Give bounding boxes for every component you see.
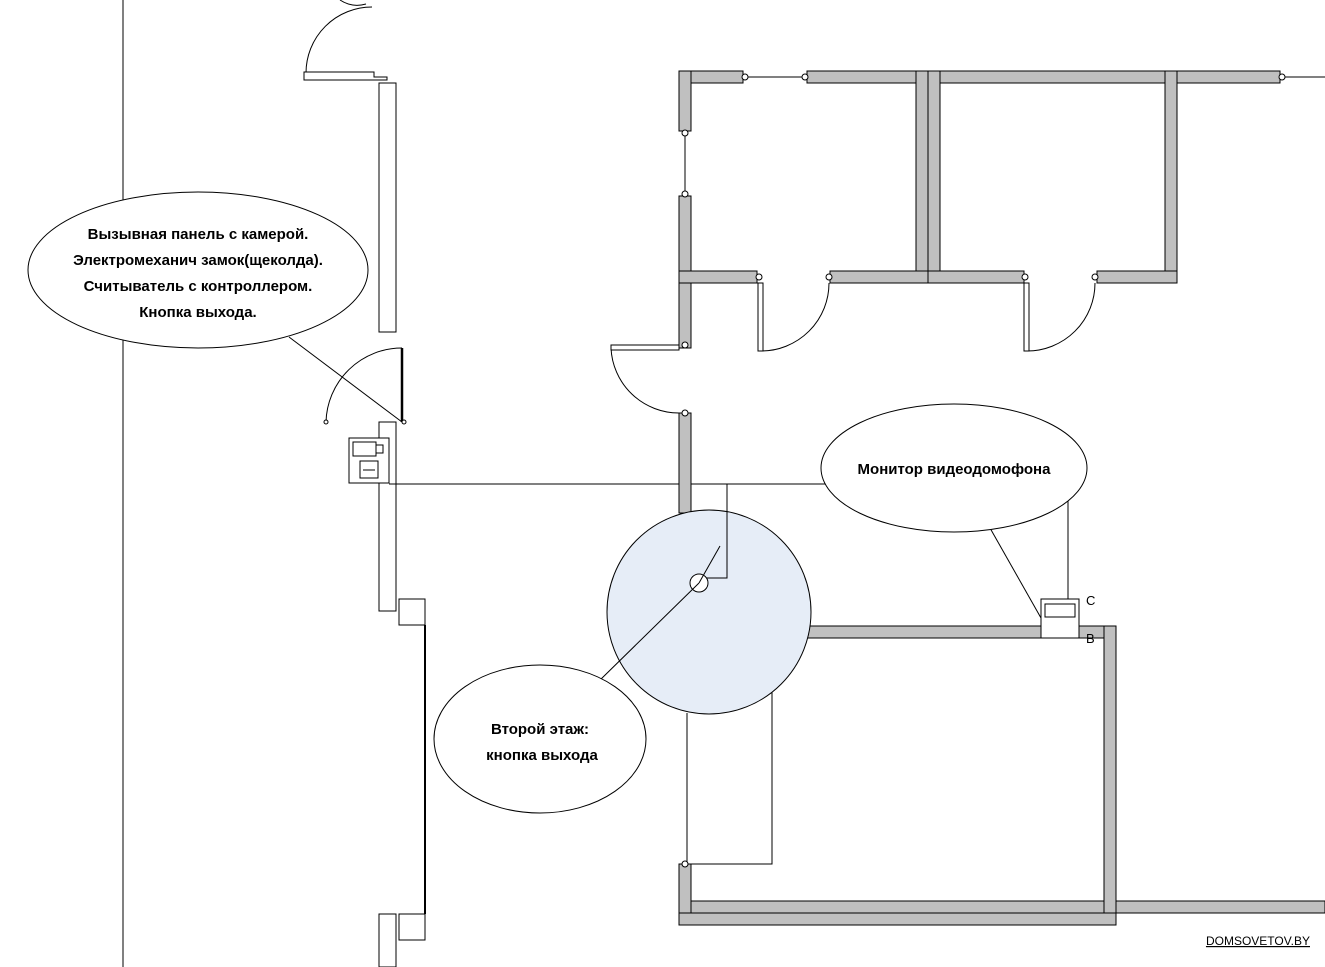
stair-cap (681, 860, 689, 868)
door-end-point (323, 419, 329, 425)
exit-button-line (698, 545, 721, 584)
left-wall-segment-upper (378, 82, 397, 333)
door-cap (1021, 273, 1029, 281)
callout-pointer-second-floor (597, 582, 700, 683)
callout-entry-panel (27, 191, 369, 349)
room-door-2-leaf (1023, 282, 1030, 352)
callout-entry-line-4: Кнопка выхода. (139, 304, 256, 321)
entry-door-swing (325, 347, 403, 423)
window-cap (681, 190, 689, 198)
callout-pointer-monitor (989, 527, 1042, 619)
video-intercom-monitor-icon (1040, 598, 1080, 639)
callout-second-floor-line-1: Второй этаж: (491, 721, 589, 738)
stair-outline (686, 690, 773, 865)
terminal-b-label: B (1086, 631, 1095, 646)
door-arc-top (339, 0, 367, 6)
callout-second-floor (433, 664, 647, 814)
door-cap (755, 273, 763, 281)
door-cap (825, 273, 833, 281)
terminal-c-label: C (1086, 593, 1095, 608)
door-hinge-point (401, 419, 407, 425)
hall-door-swing (610, 347, 680, 414)
callout-pointer-entry (288, 336, 403, 423)
door-cap (681, 341, 689, 349)
callout-entry-line-1: Вызывная панель с камерой. (88, 226, 309, 243)
room-door-1-leaf (757, 282, 764, 352)
callout-entry-line-3: Считыватель с контроллером. (84, 278, 313, 295)
window-cap (681, 129, 689, 137)
second-floor-zone (606, 509, 812, 715)
cable-branch-overlay (706, 484, 728, 579)
watermark: DOMSOVETOV.BY (1206, 934, 1310, 948)
lower-room-walls (678, 625, 1325, 926)
room-door-2-swing (1026, 282, 1096, 352)
window-cap (1278, 73, 1286, 81)
window-cap (801, 73, 809, 81)
call-panel-icon (348, 437, 390, 484)
callout-monitor-line-1: Монитор видеодомофона (858, 461, 1052, 478)
callout-monitor (820, 403, 1088, 533)
callout-entry-line-2: Электромеханич замок(щеколда). (73, 252, 323, 269)
door-swing-top-left (305, 6, 373, 74)
door-cap (681, 409, 689, 417)
door-cap (1091, 273, 1099, 281)
left-wall-segment-lower (378, 913, 397, 967)
callout-second-floor-line-2: кнопка выхода (486, 747, 598, 764)
hall-door-leaf (610, 344, 680, 351)
door-jamb-lower (398, 913, 426, 941)
window-cap (741, 73, 749, 81)
room-door-1-swing (760, 282, 830, 352)
door-leaf-top-left (303, 71, 388, 81)
door-jamb-upper (398, 598, 426, 626)
